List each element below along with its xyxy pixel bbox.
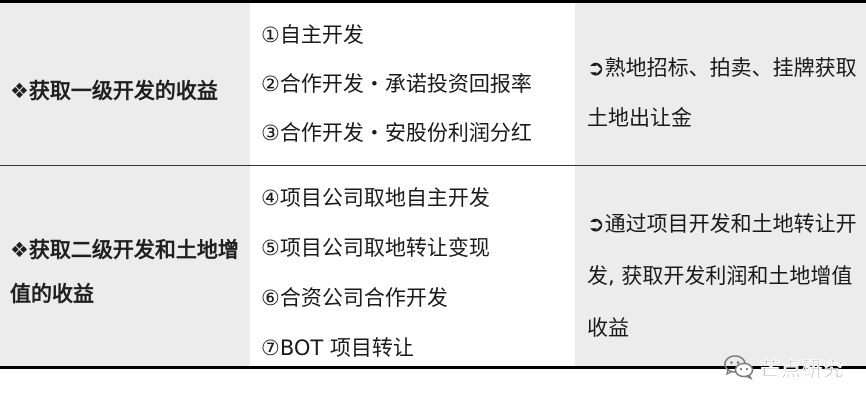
watermark: 芒点研究 [724, 348, 844, 386]
wechat-icon [724, 354, 754, 380]
row1-heading: ❖获取一级开发的收益 [10, 79, 218, 103]
list-item: ①自主开发 [261, 23, 364, 47]
list-item: ⑥合资公司合作开发 [261, 286, 448, 310]
table-bottom-rule [0, 366, 866, 369]
row1-note-cell: ➲熟地招标、拍卖、挂牌获取土地出让金 [575, 3, 866, 165]
watermark-text: 芒点研究 [760, 356, 844, 381]
row2-note: ➲通过项目开发和土地转让开发, 获取开发利润和土地增值收益 [587, 212, 857, 340]
list-item: ④项目公司取地自主开发 [261, 186, 490, 210]
row1-heading-cell: ❖获取一级开发的收益 [0, 3, 250, 165]
row2-heading: ❖获取二级开发和土地增值的收益 [10, 238, 239, 306]
list-item: ⑦BOT 项目转让 [261, 336, 414, 360]
row2-items-cell: ④项目公司取地自主开发 ⑤项目公司取地转让变现 ⑥合资公司合作开发 ⑦BOT 项… [251, 166, 574, 366]
row2-note-cell: ➲通过项目开发和土地转让开发, 获取开发利润和土地增值收益 [575, 166, 866, 366]
table-top-rule [0, 0, 866, 3]
list-item: ③合作开发・安股份利润分红 [261, 121, 532, 145]
row2-items-list: ④项目公司取地自主开发 ⑤项目公司取地转让变现 ⑥合资公司合作开发 ⑦BOT 项… [261, 173, 570, 373]
row1-items-list: ①自主开发 ②合作开发・承诺投资回报率 ③合作开发・安股份利润分红 [261, 11, 570, 158]
list-item: ②合作开发・承诺投资回报率 [261, 72, 532, 96]
row-divider [0, 165, 866, 166]
row1-items-cell: ①自主开发 ②合作开发・承诺投资回报率 ③合作开发・安股份利润分红 [251, 3, 574, 165]
list-item: ⑤项目公司取地转让变现 [261, 236, 490, 260]
revenue-table: ❖获取一级开发的收益 ①自主开发 ②合作开发・承诺投资回报率 ③合作开发・安股份… [0, 0, 866, 369]
row1-note: ➲熟地招标、拍卖、挂牌获取土地出让金 [587, 56, 857, 130]
row2-heading-cell: ❖获取二级开发和土地增值的收益 [0, 166, 250, 366]
